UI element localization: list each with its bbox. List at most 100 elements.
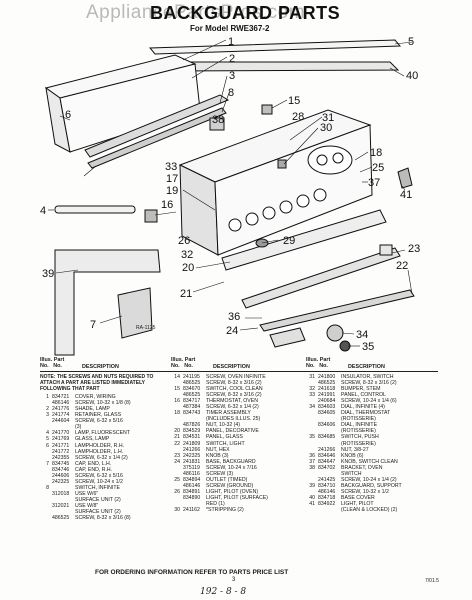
part-number: 242325 (183, 452, 201, 459)
part-description: BASE COVER (341, 494, 375, 501)
illus-number: 4 (46, 430, 49, 437)
part-number: 834721 (52, 394, 70, 401)
part-number: 486146 (183, 482, 201, 489)
pilot-light-part (397, 167, 413, 189)
part-number: 834685 (318, 434, 336, 441)
part-number: 834746 (52, 466, 70, 473)
part-description: LIGHT, PILOT (SURFACE) (206, 494, 268, 501)
part-number: 241991 (318, 392, 336, 399)
part-description: INSULATOR, SWITCH (341, 374, 394, 380)
part-number: 241266 (183, 446, 201, 453)
part-description: (ROTISSERIE) (341, 416, 376, 423)
part-description: GLASS, LAMP (75, 436, 110, 443)
callout-4: 4 (40, 205, 46, 217)
illus-number: 34 (309, 404, 315, 411)
part-number: 241769 (52, 436, 70, 443)
callout-6: 6 (65, 109, 71, 121)
part-description: (CLEAN & LOCKED) (2) (341, 507, 398, 514)
part-number: 487826 (183, 422, 201, 429)
part-description: LAMPHOLDER, R.H. (75, 442, 125, 449)
part-description: SCREW, 6-32 x 5/16 (75, 472, 123, 479)
part-number: 834922 (318, 500, 336, 507)
part-description: USE W/8" (75, 502, 99, 509)
part-description: SCREW, 8-32 x 3/16 (2) (341, 380, 397, 387)
part-number: 242325 (52, 478, 70, 485)
part-description: SWITCH, PUSH (341, 434, 379, 441)
parts-row: (INCLUDES ILLUS. 25) (171, 416, 307, 422)
illus-number: 30 (174, 507, 180, 514)
part-number: 486525 (318, 380, 336, 387)
part-description: THERMOSTAT, OVEN (206, 398, 258, 405)
part-number: 834891 (183, 488, 201, 495)
timed-outlet-part (379, 244, 393, 256)
illus-number: 33 (309, 392, 315, 399)
callout-21: 21 (180, 288, 192, 300)
part-description: DIAL, INFINITE (4) (341, 404, 385, 411)
callout-25: 23 (408, 243, 420, 255)
part-number: 834745 (52, 460, 70, 467)
part-description: SCREW, 6-32 x 5/16 (75, 418, 123, 425)
part-number: 486146 (52, 400, 70, 407)
parts-row: SURFACE UNIT (2) (40, 497, 172, 503)
parts-column-1: Illus. Part No. No. DESCRIPTION NOTE: TH… (40, 357, 172, 521)
parts-row: (ROTISSERIE) (306, 441, 438, 447)
backguard-support-part (54, 249, 161, 356)
callout-7: 7 (90, 319, 96, 331)
callout-19: 19 (166, 185, 178, 197)
part-description: NUT, 3/8-27 (341, 446, 369, 453)
illus-number: 5 (46, 436, 49, 443)
illus-number: 14 (174, 374, 180, 380)
part-number: 834529 (183, 428, 201, 435)
backguard-base-part (241, 247, 401, 309)
illus-number: 32 (309, 386, 315, 393)
part-number: 241809 (183, 440, 201, 447)
part-number: 241776 (52, 406, 70, 413)
illus-number: 18 (174, 410, 180, 417)
part-description: SCREW, 10-24 x 7/16 (206, 464, 257, 471)
part-number: 834531 (183, 434, 201, 441)
part-number: 241770 (52, 430, 70, 437)
part-description: SCREW, 8-32 x 3/16 (8) (75, 515, 131, 522)
part-number: 834605 (318, 410, 336, 417)
part-description: SCREW, 10-24 x 1/4 (2) (341, 476, 397, 483)
part-number: 375119 (183, 464, 200, 471)
part-description: SCREW, 8-32 x 3/16 (2) (206, 380, 262, 387)
callout-22: 22 (396, 260, 408, 272)
callout-37: 37 (368, 177, 380, 189)
ra-code: RA-1125 (136, 325, 156, 331)
part-description: RED (1) (206, 500, 225, 507)
callout-38: 38 (212, 114, 224, 126)
part-description: SURFACE UNIT (2) (75, 496, 121, 503)
parts-row: 241266 NUT, HEX (171, 447, 307, 453)
part-number: 834603 (318, 404, 336, 411)
illus-number: 7 (46, 460, 49, 467)
part-description: BASE, BACKGUARD (206, 458, 256, 465)
part-description: SCREW, 10-24 x 1/2 (75, 478, 123, 485)
parts-row: SURFACE UNIT (2) (40, 509, 172, 515)
parts-row: 242325 SCREW, 10-24 x 1/2 (40, 479, 172, 485)
part-number: 834894 (183, 476, 201, 483)
parts-row: (CLEAN & LOCKED) (2) (306, 507, 438, 513)
part-description: BACKGUARD, SUPPORT (341, 482, 402, 489)
part-number: 242355 (52, 454, 70, 461)
part-description: NUT, HEX (206, 446, 230, 453)
watermark: AppliancePartsPros.com (86, 2, 306, 23)
